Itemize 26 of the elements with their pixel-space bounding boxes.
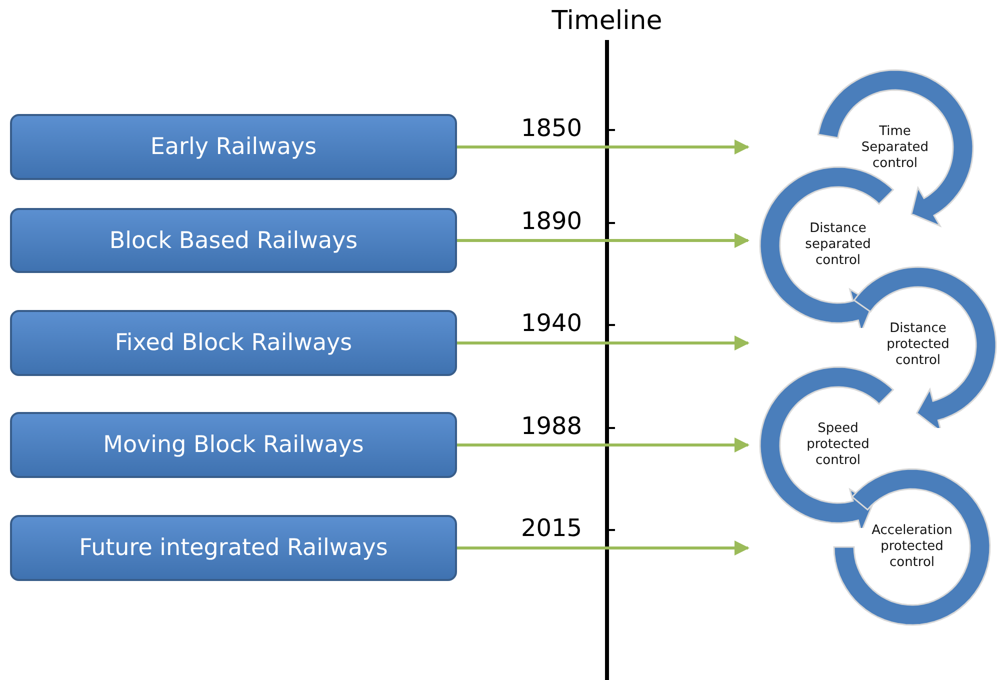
timeline-title: Timeline — [552, 6, 662, 36]
arrow — [457, 140, 750, 154]
year-label: 1988 — [521, 412, 582, 440]
year-label: 1890 — [521, 207, 582, 235]
year-label: 1940 — [521, 309, 582, 337]
era-label: Block Based Railways — [109, 228, 358, 254]
control-label: Acceleration protected control — [870, 523, 954, 571]
arrow — [457, 233, 750, 248]
control-label: Distance protected control — [886, 321, 950, 369]
control-label: Time Separated control — [860, 124, 930, 172]
year-label: 1850 — [521, 114, 582, 142]
era-label: Future integrated Railways — [79, 535, 388, 561]
control-label: Distance separated control — [804, 221, 872, 269]
arrow — [457, 336, 750, 350]
arrow — [457, 438, 750, 452]
era-box — [10, 208, 457, 273]
control-label: Speed protected control — [806, 421, 870, 469]
arrow — [457, 540, 750, 556]
era-label: Fixed Block Railways — [114, 330, 352, 356]
era-label: Early Railways — [150, 134, 317, 160]
era-box — [10, 310, 457, 376]
era-box — [10, 412, 457, 478]
era-label: Moving Block Railways — [103, 432, 364, 458]
era-box — [10, 114, 457, 180]
era-box — [10, 515, 457, 581]
year-label: 2015 — [521, 514, 582, 542]
